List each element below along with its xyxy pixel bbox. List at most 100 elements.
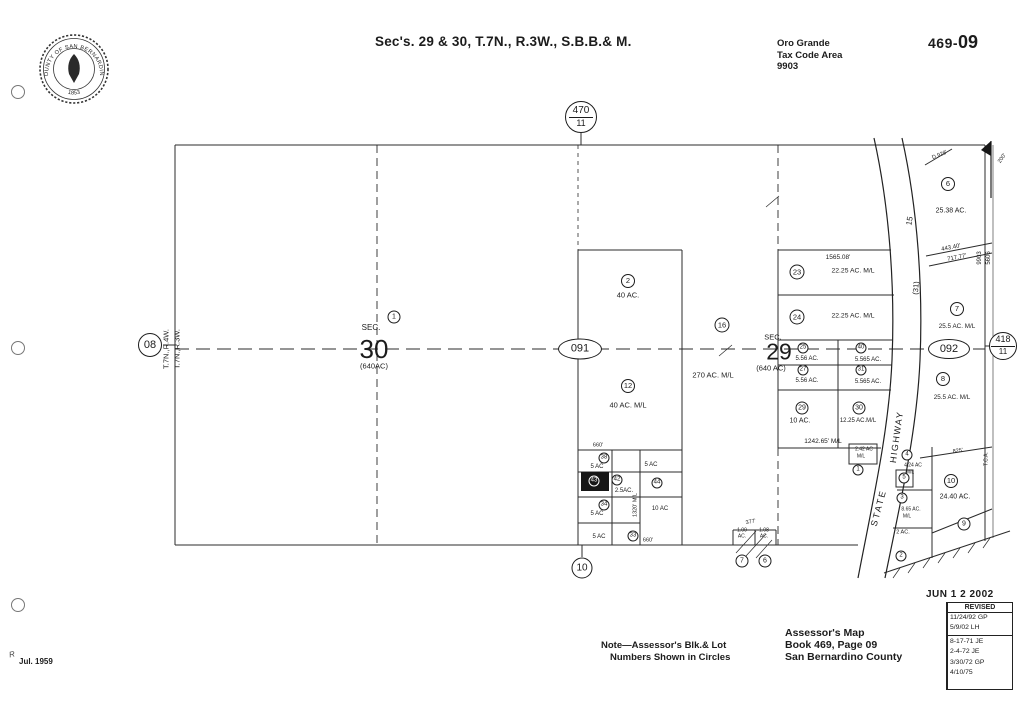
parcel-16-circle: 16 <box>714 317 730 333</box>
parcel-38-acreage: 5 AC <box>590 464 604 470</box>
parcel-24-acreage: 22.25 AC. M/L <box>831 312 875 320</box>
sec30-sec-label: SEC. <box>361 323 381 332</box>
sec29-sec-label: SEC. <box>764 332 782 342</box>
dim-1565: 1565.08' <box>825 253 851 261</box>
ref-circle-10: 10 <box>571 557 593 579</box>
parcel-8-acreage: 25.5 AC. M/L <box>933 393 971 401</box>
date-stamp: JUN 1 2 2002 <box>926 589 994 600</box>
parcel-40-acreage: 5.565 AC. <box>854 357 882 363</box>
parcel-43-circle: 43 <box>588 475 600 487</box>
range-line-left: T.7N.,R.4W. <box>161 328 171 370</box>
parcel-23-acreage: 22.25 AC. M/L <box>831 267 875 275</box>
parcel-1-circle: 1 <box>852 464 864 476</box>
assessor-map-line2: Book 469, Page 09 <box>785 639 878 651</box>
parcel-34-acreage: 5 AC <box>590 511 604 517</box>
tax-code-9903-vert: 9903 <box>977 251 983 265</box>
parcel-6s-circle: 6 <box>758 554 772 568</box>
highway-route-31: (31) <box>910 281 921 295</box>
parcel-16-acreage: 270 AC. M/L <box>692 370 734 380</box>
page-title: Sec's. 29 & 30, T.7N., R.3W., S.B.B.& M. <box>375 34 632 49</box>
parcel-40-circle: 40 <box>855 342 867 354</box>
assessor-note-line1: Note—Assessor's Blk.& Lot <box>601 640 727 651</box>
parcel-33-acreage: 5 AC <box>592 534 606 540</box>
sec30-acreage: (640AC) <box>360 361 388 371</box>
parcel-44b-acreage: 10 AC <box>651 506 669 512</box>
dim-443: 443.40' <box>940 243 962 253</box>
parcel-42-circle: 42 <box>611 474 623 486</box>
parcel-31-acreage: 5.565 AC. <box>854 379 882 385</box>
range-line-right: T.7N.,R.3W. <box>172 328 182 370</box>
parcel-33-circle: 33 <box>627 530 639 542</box>
handwritten-mark: R <box>8 649 16 660</box>
parcel-8-circle: 8 <box>936 372 950 386</box>
parcel-7-circle: 7 <box>950 302 964 316</box>
parcel-23-circle: 23 <box>789 264 805 280</box>
parcel-3-acreage-a: 8.65 AC. <box>901 506 921 513</box>
highway-route-15: 15 <box>904 215 915 227</box>
parcel-38-circle: 38 <box>598 452 610 464</box>
svg-text:1853: 1853 <box>67 90 80 97</box>
hole-punch <box>11 598 25 612</box>
parcel-1-acreage-a: 2.42 AC <box>855 446 873 453</box>
assessor-map-line1: Assessor's Map <box>785 627 865 639</box>
ref-circle-08: 08 <box>138 333 162 357</box>
parcel-3-circle: 3 <box>896 492 908 504</box>
parcel-30-circle: 30 <box>852 401 866 415</box>
book-number: 469- <box>928 35 959 51</box>
parcel-1-acreage-b: M/L <box>856 453 866 460</box>
page-number: 09 <box>958 32 979 52</box>
parcel-25-acreage: 5.56 AC. <box>795 356 819 362</box>
dim-660-bottom: 660' <box>642 537 654 544</box>
revision-row: 3/30/72 GP <box>950 658 985 666</box>
book-page-ref: 469- 09 <box>928 32 978 53</box>
parcel-29-circle: 29 <box>795 401 809 415</box>
parcel-4-circle: 4 <box>901 449 913 461</box>
parcel-6-circle: 6 <box>941 177 955 191</box>
revision-row: 8-17-71 JE <box>948 634 1012 647</box>
seal-year-text: 1853 <box>67 90 80 97</box>
dim-660-top: 660' <box>592 442 604 449</box>
revision-row: 4/10/75 <box>950 669 973 677</box>
revision-row: 5/9/02 LH <box>950 624 980 632</box>
dim-717: 717.77' <box>946 253 968 263</box>
parcel-7-acreage: 25.5 AC. M/L <box>938 322 976 330</box>
parcel-2r-acreage: 2 AC. <box>896 529 910 536</box>
parcel-44-circle: 44 <box>651 477 663 489</box>
parcel-29-acreage: 10 AC. <box>789 417 811 425</box>
tax-code-5606-vert: 5606 <box>986 251 992 265</box>
parcel-sliver-109: 1.09 <box>737 527 747 534</box>
dim-377: 377' <box>745 518 757 527</box>
hatch-marks <box>718 195 991 579</box>
parcel-12-acreage: 40 AC. M/L <box>609 400 647 410</box>
hole-punch <box>11 85 25 99</box>
ref-ellipse-092: 092 <box>928 339 970 359</box>
parcel-27-circle: 27 <box>797 364 809 376</box>
parcel-27-acreage: 5.56 AC. <box>795 378 819 384</box>
tca-vert: T.C.A. <box>983 452 990 466</box>
revision-row: 2-4-72 JE <box>950 648 980 656</box>
parcel-10-acreage: 24.40 AC. <box>939 493 971 501</box>
parcel-25-circle: 25 <box>797 342 809 354</box>
parcel-31-circle: 31 <box>855 364 867 376</box>
parcel-sliver-108: 1.08 <box>759 527 769 534</box>
parcel-2-circle: 2 <box>621 274 635 288</box>
parcel-5-circle: 5 <box>898 472 910 484</box>
sec30-number: 30 <box>359 334 389 364</box>
tax-area-code: 9903 <box>777 61 799 72</box>
parcel-24-circle: 24 <box>789 309 805 325</box>
parcel-34-circle: 34 <box>598 499 610 511</box>
parcel-6-acreage: 25.38 AC. <box>935 207 967 215</box>
sec29-acreage: (640 AC) <box>756 363 786 373</box>
filed-date: Jul. 1959 <box>19 657 53 666</box>
tax-area-name: Oro Grande <box>777 38 830 49</box>
parcel-10-circle: 10 <box>944 474 958 488</box>
assessor-note-line2: Numbers Shown in Circles <box>610 651 731 663</box>
assessor-map-title-block: Assessor's Map Book 469, Page 09 San Ber… <box>785 627 902 663</box>
dim-1242: 1242.65' M/L <box>804 437 842 445</box>
parcel-3-acreage-b: M/L <box>902 513 912 520</box>
north-arrow-icon <box>981 141 992 198</box>
